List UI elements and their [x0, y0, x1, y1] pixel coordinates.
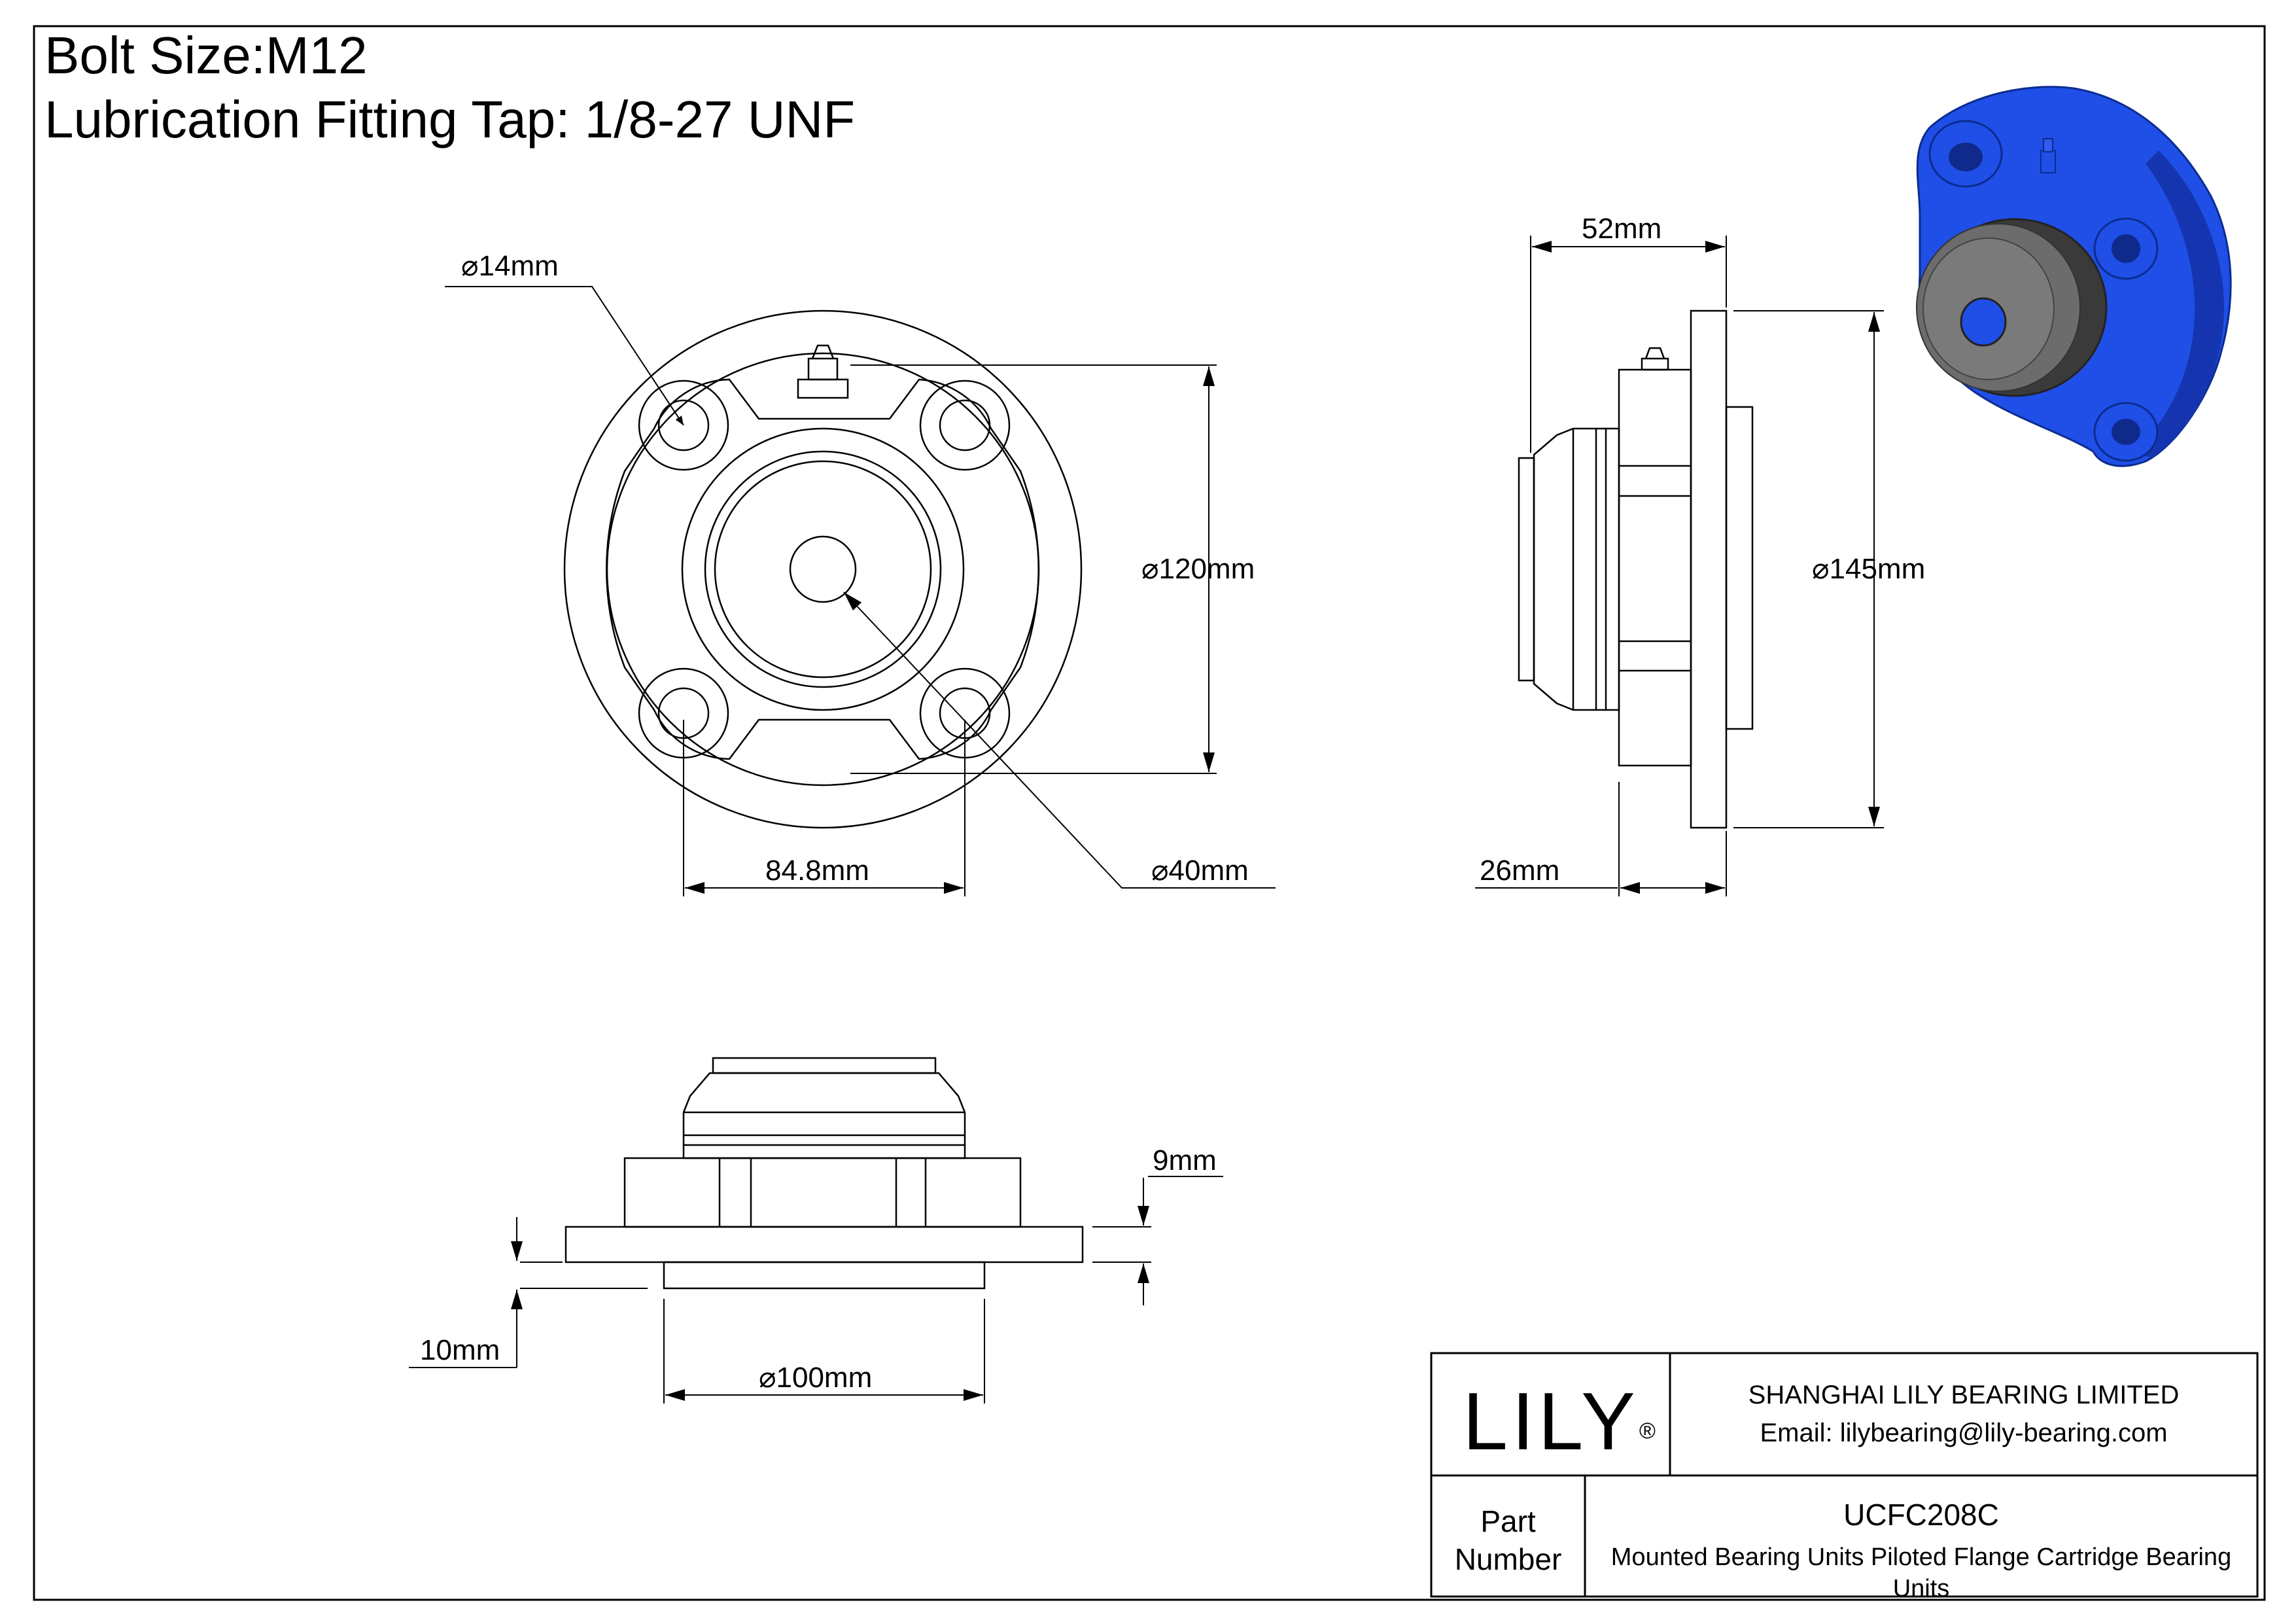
side-view [1518, 309, 1754, 829]
registered-mark: ® [1639, 1419, 1656, 1443]
dim-overall-width-label: 52mm [1582, 213, 1661, 245]
front-view [563, 309, 1083, 829]
bottom-view [565, 1057, 1084, 1290]
housing-boss [681, 427, 965, 711]
dim-bolt-circle-label: ⌀120mm [1141, 553, 1255, 585]
bore-3d [1960, 297, 2007, 347]
dim-pilot-height-label: 10mm [420, 1334, 500, 1366]
side-housing [1618, 368, 1692, 767]
dim-bore-label: ⌀40mm [1151, 855, 1249, 887]
side-flange [1690, 309, 1728, 829]
side-pilot [1725, 406, 1754, 730]
bottom-insert [682, 1072, 966, 1145]
company-email: Email: lilybearing@lily-bearing.com [1760, 1419, 2168, 1447]
bottom-housing [623, 1157, 1022, 1228]
part-number: UCFC208C [1843, 1498, 1999, 1532]
flange-outline [563, 309, 1083, 829]
company-name: SHANGHAI LILY BEARING LIMITED [1748, 1381, 2180, 1409]
side-view-dimensions [1475, 236, 1884, 896]
part-description: Mounted Bearing Units Piloted Flange Car… [1610, 1544, 2232, 1602]
dim-bolt-spacing-label: 84.8mm [765, 855, 869, 887]
bottom-view-dimensions [409, 1176, 1223, 1403]
front-view-dimensions [445, 286, 1276, 896]
bottom-flange [565, 1226, 1084, 1263]
drawing-border [33, 25, 2266, 1601]
insert-ring [714, 460, 932, 679]
dim-pilot-diameter-label: ⌀100mm [759, 1362, 872, 1394]
side-insert [1533, 427, 1606, 711]
bolt-hole-tr [919, 380, 1011, 471]
part-label: Part Number [1454, 1504, 1562, 1576]
bottom-pilot [663, 1261, 986, 1290]
dim-flange-thickness-label: 9mm [1153, 1144, 1217, 1176]
title-block: LILY® SHANGHAI LILY BEARING LIMITED Emai… [1431, 1353, 2257, 1602]
grease-fitting [797, 378, 849, 399]
bearing-3d-render [1916, 86, 2232, 467]
dim-housing-width-label: 26mm [1480, 855, 1559, 887]
dim-flange-diameter-label: ⌀145mm [1812, 553, 1925, 585]
company-logo: LILY® [1463, 1377, 1656, 1467]
bolt-size-label: Bolt Size:M12 [44, 26, 368, 84]
bolt-hole-tl [638, 380, 729, 471]
bore-circle [789, 535, 857, 603]
title-block-frame [1430, 1352, 2259, 1598]
dim-bolt-hole-label: ⌀14mm [461, 250, 559, 282]
housing-outline [606, 378, 1039, 760]
lubrication-label: Lubrication Fitting Tap: 1/8-27 UNF [44, 90, 856, 149]
